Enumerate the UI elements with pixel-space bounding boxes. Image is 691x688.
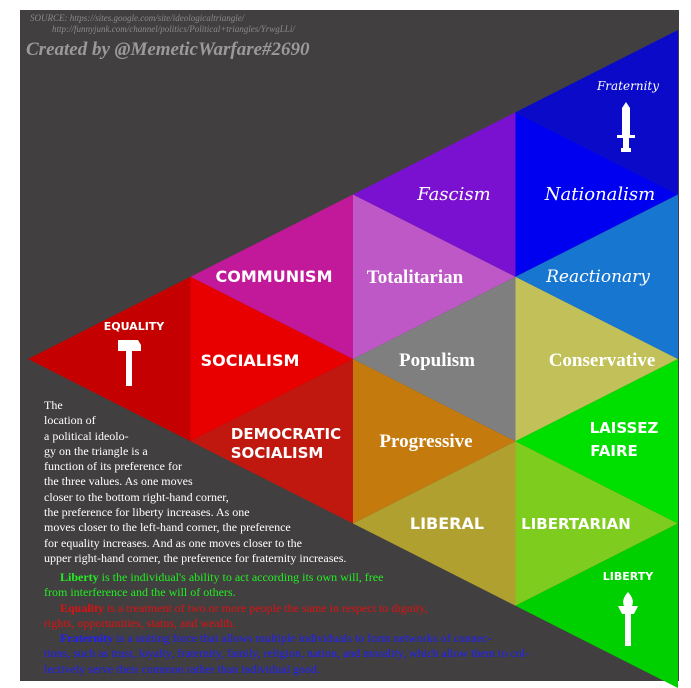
liberty-term: Liberty	[60, 570, 99, 584]
description-line: The	[44, 398, 63, 412]
label-democratic-socialism-1: DEMOCRATIC	[231, 425, 341, 443]
cell-down-0-0	[190, 276, 353, 442]
label-populism: Populism	[399, 350, 475, 371]
label-reactionary: Reactionary	[545, 267, 650, 287]
equality-term: Equality	[60, 600, 105, 615]
description-line: moves closer to the left-hand corner, th…	[44, 520, 291, 535]
cell-up-0-2	[353, 441, 516, 606]
description-text: The location of a political ideolo- gy o…	[44, 398, 514, 566]
cell-up-0-0	[28, 276, 191, 442]
description-line: closer to the bottom right-hand corner,	[44, 489, 229, 504]
description-line: a political ideolo-	[44, 428, 129, 443]
description-line: for equality increases. And as one moves…	[44, 535, 302, 550]
fraternity-text-a: is a uniting force that allows multiple …	[113, 631, 492, 646]
cell-up-3-0	[515, 30, 678, 195]
label-socialism: SOCIALISM	[201, 351, 300, 370]
cell-up-1-0	[190, 194, 353, 359]
equality-text-a: is a treatment of two or more people the…	[104, 600, 428, 615]
label-liberal: LIBERAL	[410, 514, 484, 533]
label-laissez-faire-1: LAISSEZ	[590, 419, 659, 437]
cell-down-0-2	[515, 441, 678, 606]
description-line: upper right-hand corner, the preference …	[44, 550, 347, 565]
cell-up-0-3	[515, 523, 678, 688]
description-line: gy on the triangle is a	[44, 443, 148, 458]
definition-fraternity: Fraternity is a uniting force that allow…	[44, 631, 660, 677]
label-totalitarian: Totalitarian	[367, 267, 464, 288]
label-nationalism: Nationalism	[544, 184, 655, 205]
fraternity-label: Fraternity	[596, 79, 659, 93]
description-line: location of	[44, 413, 96, 428]
definition-liberty: Liberty is the individual's ability to a…	[44, 570, 660, 601]
cell-up-2-1	[515, 194, 678, 359]
label-conservative: Conservative	[549, 350, 656, 371]
cell-down-2-0	[515, 112, 678, 277]
label-communism: COMMUNISM	[216, 267, 333, 286]
source-line-2: http://funnyjunk.com/channel/politics/Po…	[52, 24, 296, 34]
torch-icon	[618, 592, 638, 646]
liberty-text-a: is the individual's ability to act accor…	[98, 570, 384, 584]
definitions: Liberty is the individual's ability to a…	[44, 570, 660, 677]
liberty-text-b: from interference and the will of others…	[44, 585, 236, 600]
cell-down-1-1	[515, 276, 678, 442]
label-fascism: Fascism	[416, 184, 490, 205]
cell-up-1-2	[515, 359, 678, 524]
credit-text: Created by @MemeticWarfare#2690	[26, 39, 310, 60]
equality-label: EQUALITY	[104, 320, 166, 333]
label-laissez-faire-2: FAIRE	[590, 442, 638, 460]
description-line: the three values. As one moves	[44, 474, 193, 489]
definition-equality: Equality is a treatment of two or more p…	[44, 600, 660, 632]
source-line-1: SOURCE: https://sites.google.com/site/id…	[30, 13, 246, 23]
hammer-icon	[118, 340, 141, 386]
label-democratic-socialism-2: SOCIALISM	[231, 444, 324, 462]
sword-icon	[617, 102, 635, 152]
fraternity-term: Fraternity	[60, 631, 114, 646]
description-line: function of its preference for	[44, 459, 182, 474]
description-line: the preference for liberty increases. As…	[44, 505, 250, 520]
liberty-label: LIBERTY	[603, 570, 654, 583]
cell-down-1-0	[353, 194, 516, 359]
label-libertarian: LIBERTARIAN	[521, 515, 631, 533]
cell-up-0-1	[190, 359, 353, 524]
label-progressive: Progressive	[379, 431, 472, 452]
fraternity-text-b: tions, such as trust, loyalty, fraternit…	[44, 646, 530, 661]
cell-down-0-1	[353, 359, 516, 524]
equality-text-b: rights, opportunities, status, and wealt…	[44, 615, 236, 630]
cell-up-2-0	[353, 112, 516, 277]
cell-up-1-1	[353, 276, 516, 442]
fraternity-text-c: lectively serve their common rather than…	[44, 661, 320, 676]
